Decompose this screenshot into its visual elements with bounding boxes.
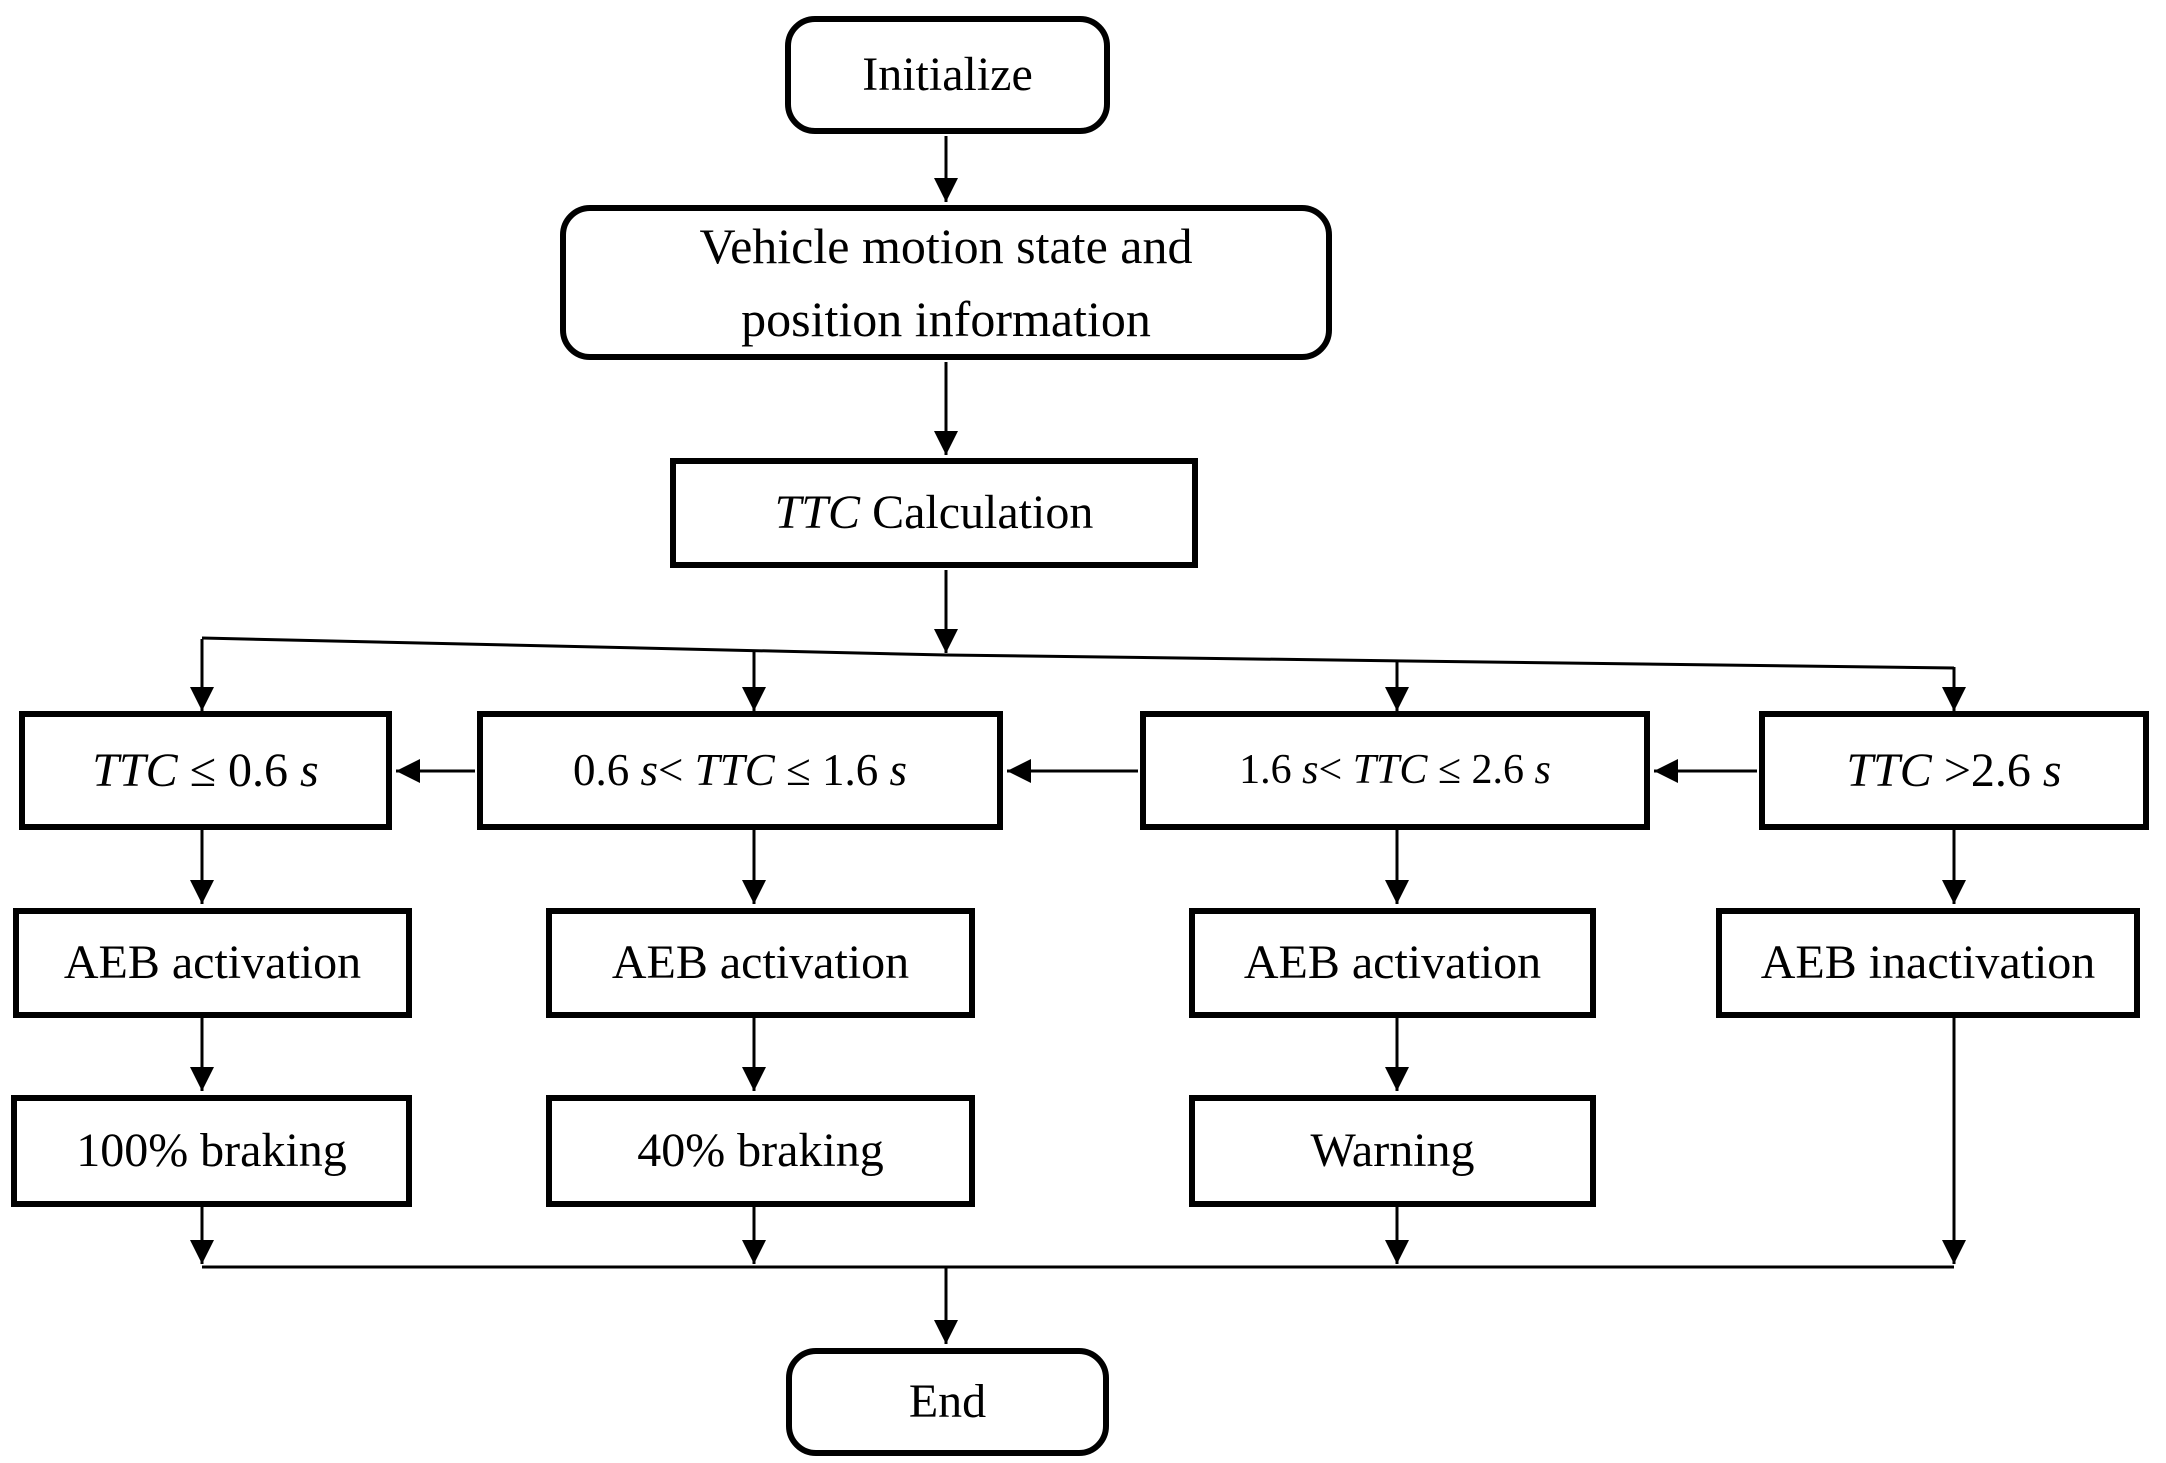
ttc-calc-rest: Calculation xyxy=(860,486,1094,539)
node-end: End xyxy=(786,1348,1109,1456)
node-cond3-label: 1.6 s< TTC ≤ 2.6 s xyxy=(1239,744,1551,797)
cond2-part1: 0.6 xyxy=(573,745,641,796)
cond3-part6: s xyxy=(1534,747,1551,794)
node-vehicle-info-line2: position information xyxy=(741,290,1151,347)
node-aeb-activation-2: AEB activation xyxy=(546,908,975,1018)
node-aeb2-label: AEB activation xyxy=(611,936,910,989)
cond2-part5: ≤ 1.6 xyxy=(774,745,890,796)
node-40-percent-braking: 40% braking xyxy=(546,1095,975,1207)
node-end-label: End xyxy=(908,1375,987,1428)
node-cond1-label: TTC ≤ 0.6 s xyxy=(92,741,318,801)
cond3-part4: TTC xyxy=(1352,747,1428,794)
node-vehicle-info-line1: Vehicle motion state and xyxy=(699,218,1193,274)
cond3-part1: 1.6 xyxy=(1239,747,1303,794)
cond1-part2: ≤ 0.6 xyxy=(177,743,301,797)
cond3-part2: s xyxy=(1302,747,1319,794)
node-aeb4-label: AEB inactivation xyxy=(1760,936,2096,989)
cond2-part2: s xyxy=(640,745,659,796)
node-aeb-activation-1: AEB activation xyxy=(13,908,412,1018)
node-cond-ttc-gt-2-6: TTC >2.6 s xyxy=(1759,711,2149,830)
ttc-var-italic: TTC xyxy=(774,486,861,539)
node-aeb1-label: AEB activation xyxy=(63,936,362,989)
node-aeb3-label: AEB activation xyxy=(1243,936,1542,989)
cond4-part2: >2.6 xyxy=(1931,743,2043,797)
node-cond4-label: TTC >2.6 s xyxy=(1846,741,2061,801)
node-initialize-label: Initialize xyxy=(862,48,1033,101)
node-cond-ttc-le-0-6: TTC ≤ 0.6 s xyxy=(19,711,392,830)
cond2-part4: TTC xyxy=(694,745,775,796)
flow-arrows xyxy=(190,136,1966,1344)
node-action1-label: 100% braking xyxy=(76,1124,347,1177)
node-cond-1-6-lt-ttc-le-2-6: 1.6 s< TTC ≤ 2.6 s xyxy=(1140,711,1650,830)
node-initialize: Initialize xyxy=(785,16,1110,134)
node-ttc-calculation: TTC Calculation xyxy=(670,458,1198,568)
cond2-part6: s xyxy=(889,745,907,796)
cond3-part5: ≤ 2.6 xyxy=(1427,747,1535,794)
cond4-part1: TTC xyxy=(1846,743,1932,797)
node-action2-label: 40% braking xyxy=(637,1124,884,1177)
node-aeb-activation-3: AEB activation xyxy=(1189,908,1596,1018)
node-cond-0-6-lt-ttc-le-1-6: 0.6 s< TTC ≤ 1.6 s xyxy=(477,711,1003,830)
cond1-part3: s xyxy=(300,743,319,797)
node-aeb-inactivation: AEB inactivation xyxy=(1716,908,2140,1018)
node-warning: Warning xyxy=(1189,1095,1596,1207)
node-ttc-calculation-label: TTC Calculation xyxy=(775,483,1094,543)
cond3-part3: < xyxy=(1318,747,1353,794)
node-100-percent-braking: 100% braking xyxy=(11,1095,412,1207)
node-action3-label: Warning xyxy=(1310,1124,1475,1177)
node-vehicle-info: Vehicle motion state and position inform… xyxy=(560,205,1332,360)
node-cond2-label: 0.6 s< TTC ≤ 1.6 s xyxy=(573,742,907,798)
cond2-part3: < xyxy=(658,745,695,796)
cond4-part3: s xyxy=(2042,743,2062,797)
cond1-part1: TTC xyxy=(92,743,178,797)
